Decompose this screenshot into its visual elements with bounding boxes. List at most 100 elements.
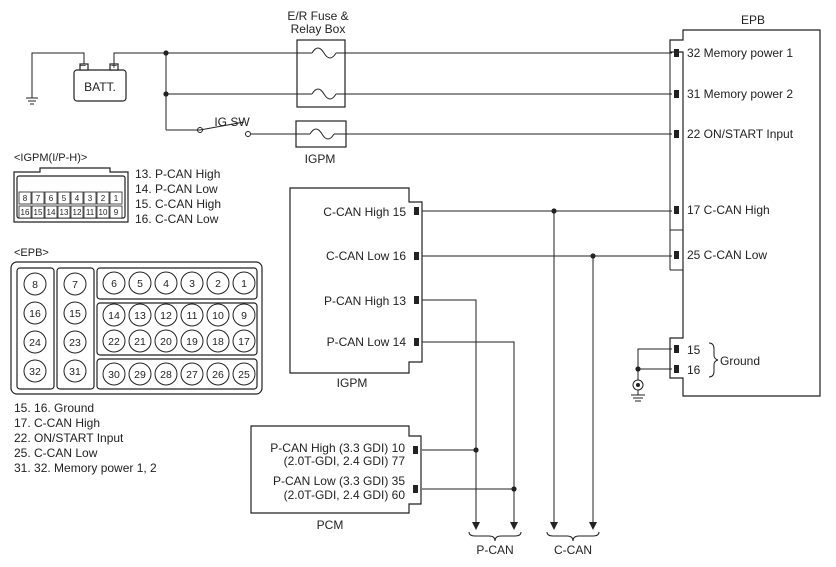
epb-pin-circle	[206, 362, 230, 386]
igpm-pin-number: 8	[23, 194, 28, 203]
epb-pin-number: 5	[137, 278, 143, 290]
epb-pin-number: 20	[160, 336, 172, 348]
epb-pin-number: 11	[187, 310, 198, 322]
igpm-pin-cell	[31, 191, 45, 205]
c-can-label: C-CAN	[554, 543, 592, 557]
epb-legend-ground: 15. 16. Ground	[14, 401, 94, 415]
epb-legend-c-can-low: 25. C-CAN Low	[14, 446, 98, 460]
igpm-pin-number: 3	[88, 194, 93, 203]
igpm-pin-16: C-CAN Low 16	[326, 249, 406, 263]
epb-pin-circle	[23, 272, 47, 296]
epb-pin-number: 26	[212, 369, 224, 381]
epb-pin-31: 31 Memory power 2	[687, 87, 793, 101]
igpm-pin-13: P-CAN High 13	[324, 294, 406, 308]
epb-pin-circle	[128, 329, 152, 353]
epb-pin-number: 28	[160, 369, 172, 381]
battery-label: BATT.	[84, 80, 116, 94]
epb-pin-number: 8	[32, 279, 38, 291]
epb-legend-c-can-high: 17. C-CAN High	[14, 416, 100, 430]
igpm-pin-number: 15	[34, 208, 43, 217]
epb-pin-circle	[232, 329, 256, 353]
epb-pin-circle	[180, 362, 204, 386]
battery-section: − + BATT.	[26, 52, 298, 105]
igpm-pin-cell	[70, 205, 84, 219]
er-fuse-title-2: Relay Box	[291, 22, 346, 36]
epb-pin-circle	[180, 329, 204, 353]
epb-pin-number: 27	[186, 369, 198, 381]
igpm-pin-cell	[44, 191, 58, 205]
epb-pin-number: 24	[29, 337, 41, 349]
epb-pin-32: 32 Memory power 1	[687, 46, 793, 60]
er-fuse-relay-box: E/R Fuse & Relay Box	[287, 9, 349, 108]
epb-pin-circle	[102, 329, 126, 353]
epb-pin-number: 16	[29, 308, 41, 320]
igpm-pin-number: 12	[73, 208, 82, 217]
igpm-pin-number: 11	[86, 208, 95, 217]
igpm-pin-number: 6	[49, 194, 54, 203]
epb-pin-15: 15	[687, 343, 701, 357]
epb-pin-number: 15	[69, 308, 81, 320]
igpm-pin-15: C-CAN High 15	[323, 205, 406, 219]
igpm-legend-16: 16. C-CAN Low	[135, 212, 219, 226]
epb-pin-number: 21	[134, 336, 146, 348]
pcm-pin-77: (2.0T-GDI, 2.4 GDI) 77	[284, 454, 406, 468]
epb-title: EPB	[741, 13, 765, 27]
epb-pin-circle	[23, 330, 47, 354]
igpm-pin-number: 16	[21, 208, 30, 217]
epb-pin-25: 25 C-CAN Low	[687, 248, 767, 262]
epb-pin-17: 17 C-CAN High	[687, 203, 770, 217]
epb-pin-number: 14	[108, 310, 120, 322]
igpm-pin-cell	[44, 205, 58, 219]
pcm-pin-60: (2.0T-GDI, 2.4 GDI) 60	[284, 488, 406, 502]
pcm-module: P-CAN High (3.3 GDI) 10 (2.0T-GDI, 2.4 G…	[250, 425, 422, 532]
epb-pin-number: 7	[72, 279, 78, 291]
epb-pin-circle	[63, 359, 87, 383]
igpm-pin-number: 4	[75, 194, 80, 203]
epb-pin-number: 32	[29, 366, 41, 378]
epb-pin-number: 4	[163, 278, 169, 290]
igpm-pin-cell	[18, 205, 32, 219]
epb-pin-number: 31	[69, 366, 81, 378]
igpm-pin-number: 7	[36, 194, 41, 203]
igpm-pin-14: P-CAN Low 14	[327, 335, 407, 349]
igpm-pin-cell	[109, 205, 123, 219]
power-wires: IG SW	[163, 50, 298, 137]
epb-pin-number: 12	[160, 310, 172, 322]
epb-pin-circle	[232, 303, 256, 327]
epb-legend-memory-power: 31. 32. Memory power 1, 2	[14, 461, 157, 475]
epb-pin-circle	[128, 303, 152, 327]
epb-pin-circle	[154, 362, 178, 386]
igpm-pin-number: 2	[101, 194, 106, 203]
svg-text:+: +	[111, 60, 117, 72]
epb-pin-circle	[180, 303, 204, 327]
igpm-pin-cell	[109, 191, 123, 205]
epb-pin-number: 2	[215, 278, 221, 290]
can-wires: P-CAN C-CAN	[422, 208, 672, 557]
er-fuse-box	[296, 39, 346, 108]
epb-ground-label: Ground	[720, 354, 760, 368]
epb-pin-16: 16	[687, 363, 701, 377]
pcm-pin-35: P-CAN Low (3.3 GDI) 35	[273, 474, 405, 488]
igpm-pin-number: 9	[114, 208, 119, 217]
igpm-pin-cell	[96, 205, 110, 219]
igpm-module: C-CAN High 15 C-CAN Low 16 P-CAN High 13…	[289, 187, 423, 390]
epb-pin-circle	[206, 329, 230, 353]
epb-pin-22: 22 ON/START Input	[687, 127, 794, 141]
epb-pin-circle	[232, 271, 256, 295]
epb-pin-number: 3	[189, 278, 195, 290]
er-fuse-title: E/R Fuse &	[287, 9, 348, 23]
ig-switch-label: IG SW	[214, 115, 250, 129]
epb-pin-circle	[154, 329, 178, 353]
epb-pin-circle	[154, 271, 178, 295]
igpm-pin-cell	[83, 191, 97, 205]
pcm-pin-10: P-CAN High (3.3 GDI) 10	[270, 441, 405, 455]
igpm-legend-13: 13. P-CAN High	[135, 167, 220, 181]
epb-pin-number: 22	[108, 336, 120, 348]
epb-pin-circle	[206, 303, 230, 327]
igpm-pin-cell	[96, 191, 110, 205]
epb-pin-circle	[102, 271, 126, 295]
